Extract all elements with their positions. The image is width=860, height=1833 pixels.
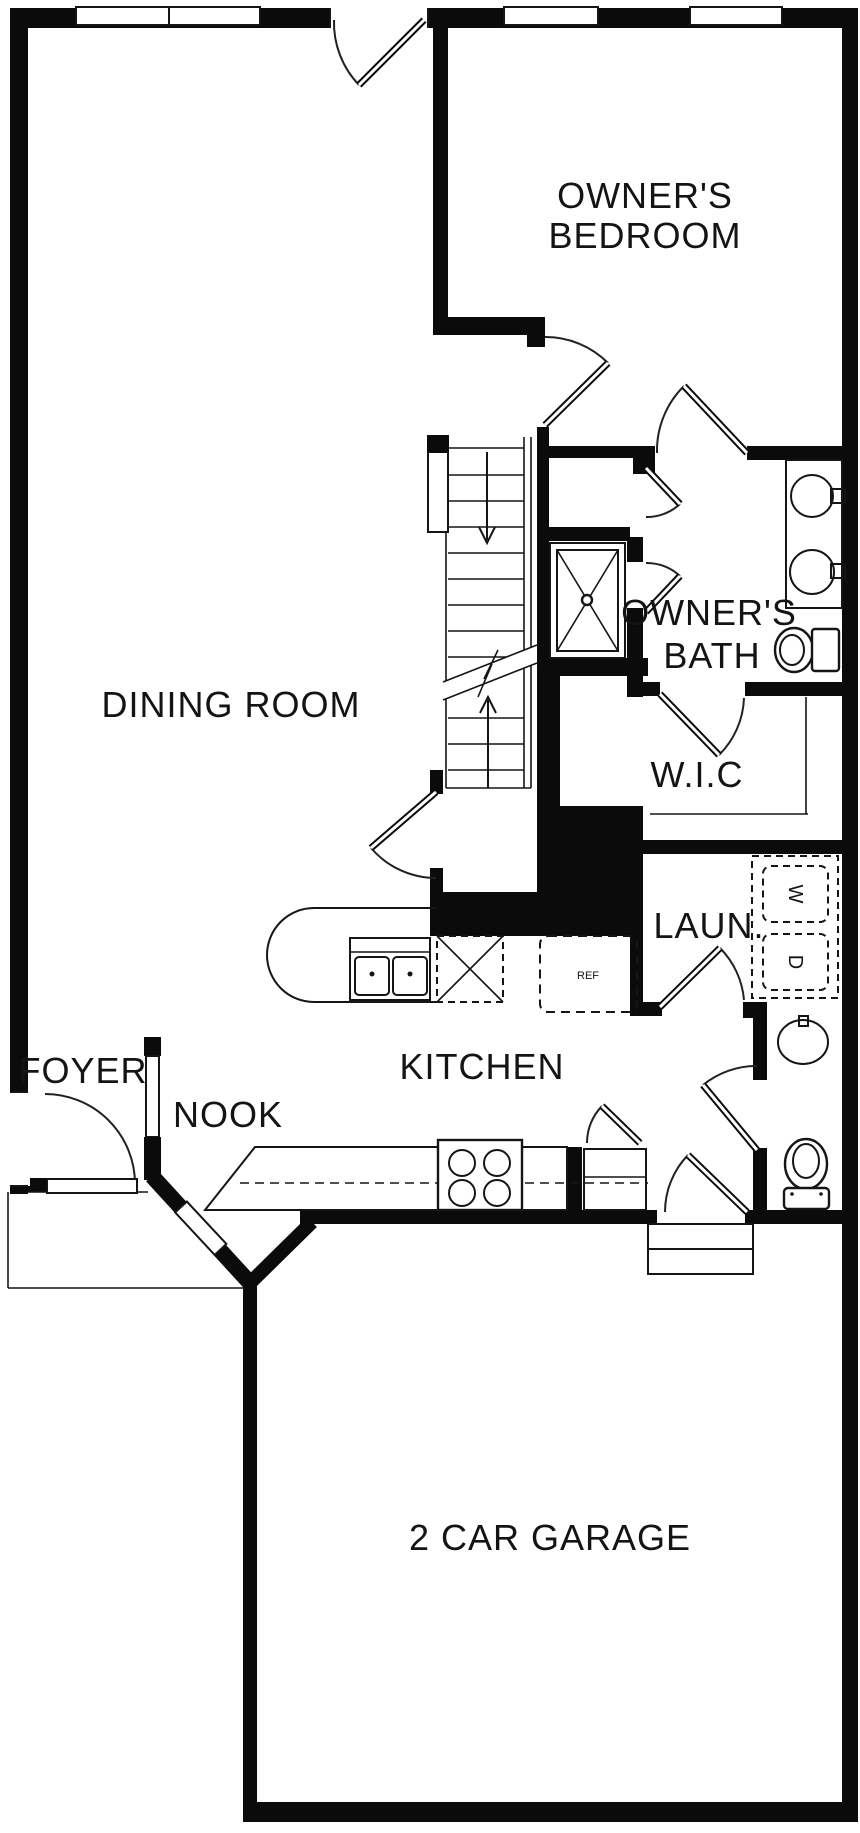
bedroom-window-right — [689, 6, 783, 26]
front-door — [8, 1091, 138, 1194]
bedroom-door — [542, 335, 611, 428]
dryer: D — [762, 933, 829, 991]
bath-fixtures — [549, 459, 846, 674]
kitchen-peninsula — [266, 907, 437, 1003]
double-vanity — [785, 459, 846, 609]
stairs — [427, 435, 538, 789]
wic-shelf-lines — [650, 697, 808, 815]
stair-break-symbol — [442, 644, 538, 701]
kitchen-sink — [349, 937, 431, 1001]
nook-label: NOOK — [173, 1094, 283, 1135]
nook-window — [173, 1200, 228, 1257]
kitchen-label: KITCHEN — [399, 1046, 564, 1087]
pantry-shelves — [583, 1148, 647, 1211]
foyer-label: FOYER — [18, 1050, 147, 1091]
dishwasher — [436, 935, 504, 1003]
powder-room-door — [700, 1064, 760, 1153]
kitchen-door — [368, 789, 439, 879]
dining-window — [75, 6, 261, 26]
interior-walls — [144, 22, 842, 1288]
garage-label: 2 CAR GARAGE — [409, 1517, 691, 1558]
room-labels: OWNER'S BEDROOM DINING ROOM OWNER'S BATH… — [18, 175, 797, 1558]
pantry-door — [585, 1103, 643, 1146]
wic-door — [657, 691, 745, 758]
foyer-pillar — [144, 1037, 161, 1180]
range — [436, 1138, 524, 1212]
stair-up-arrow — [479, 694, 497, 788]
dining-patio-door — [329, 6, 429, 88]
powder-sink — [777, 1015, 829, 1065]
powder-room-fixtures — [777, 1015, 831, 1211]
dryer-label: D — [784, 955, 806, 969]
garage-steps — [647, 1223, 754, 1275]
garage-entry-door — [663, 1152, 750, 1215]
washer: W — [762, 865, 829, 923]
owners-bedroom-label-line2: BEDROOM — [548, 215, 741, 256]
laundry-fixtures: W D — [751, 855, 839, 999]
wic-label: W.I.C — [651, 754, 744, 795]
bedroom-window-left — [503, 6, 599, 26]
windows — [75, 6, 783, 1257]
owners-bath-label-line1: OWNER'S — [621, 592, 797, 633]
laundry-label: LAUN. — [653, 905, 764, 946]
owners-bath-door — [655, 383, 750, 456]
water-closet-door — [643, 561, 683, 615]
shower — [549, 542, 626, 659]
stair-railing — [427, 435, 449, 533]
bath-toilet — [773, 626, 841, 674]
doors — [8, 6, 760, 1215]
dining-room-label: DINING ROOM — [102, 684, 361, 725]
washer-label: W — [784, 885, 806, 904]
refrigerator: REF — [539, 935, 638, 1013]
laundry-door — [657, 945, 745, 1010]
kitchen-fixtures: REF — [202, 907, 648, 1212]
owners-bedroom-label-line1: OWNER'S — [557, 175, 733, 216]
linen-closet-door — [643, 465, 683, 519]
stair-down-arrow — [478, 452, 496, 546]
refrigerator-label: REF — [577, 970, 599, 982]
powder-toilet — [782, 1137, 831, 1211]
owners-bath-label-line2: BATH — [663, 635, 760, 676]
